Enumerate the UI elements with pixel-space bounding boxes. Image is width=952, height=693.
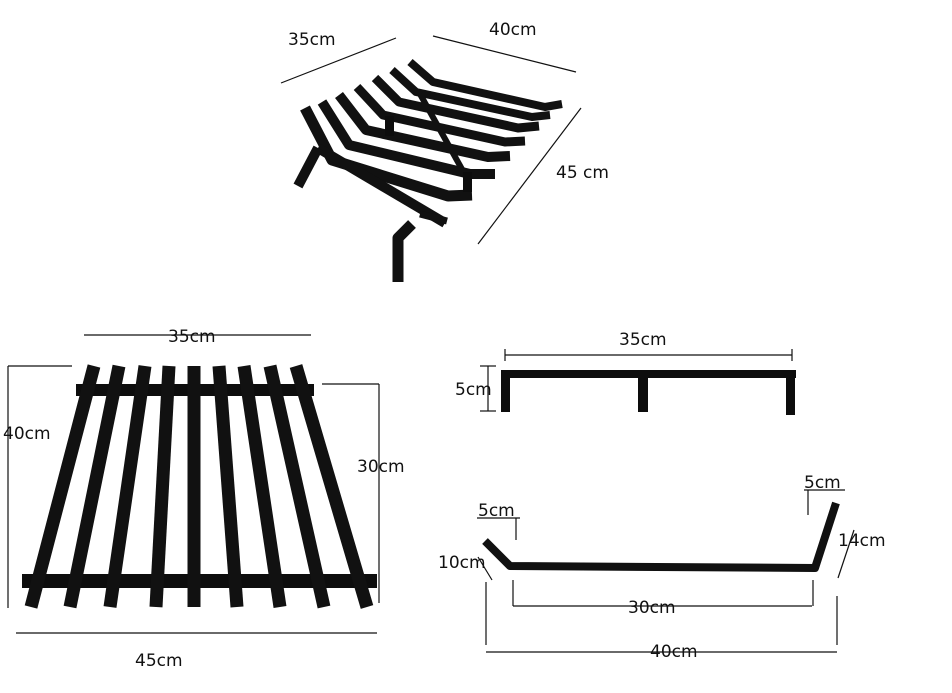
perspective-bar	[335, 91, 511, 162]
profile-right-leg-line	[837, 529, 855, 579]
perspective-depth-label: 40cm	[489, 20, 537, 40]
bar-profile-shape	[482, 501, 840, 572]
perspective-width-label: 35cm	[288, 30, 336, 50]
grate-side-illustration	[501, 370, 796, 415]
perspective-front-dimension-line	[477, 107, 582, 245]
side-leg-center	[638, 370, 648, 412]
profile-right-leg-label: 14cm	[838, 531, 886, 551]
profile-bottom-length-label: 30cm	[628, 598, 676, 618]
top-front-width-label: 45cm	[135, 651, 183, 671]
perspective-front-leg	[392, 220, 416, 282]
bar-profile-illustration	[482, 501, 840, 572]
side-top-rail	[501, 370, 796, 378]
top-bar	[212, 365, 244, 608]
profile-overall-length-label: 40cm	[650, 642, 698, 662]
perspective-bar	[300, 105, 473, 202]
perspective-front-label: 45 cm	[556, 163, 609, 183]
top-right-depth-label: 30cm	[357, 457, 405, 477]
top-left-depth-label: 40cm	[3, 424, 51, 444]
perspective-bar	[371, 74, 540, 133]
profile-left-leg-label: 10cm	[438, 553, 486, 573]
top-width-label: 35cm	[168, 327, 216, 347]
top-bar	[103, 365, 152, 608]
grate-perspective-illustration	[293, 58, 563, 282]
perspective-rear-post	[385, 116, 394, 136]
top-bar	[289, 364, 374, 609]
top-bar	[149, 365, 176, 608]
perspective-bar	[353, 83, 526, 147]
perspective-front-rail	[315, 143, 448, 228]
side-height-label: 5cm	[455, 380, 492, 400]
perspective-left-leg	[293, 145, 323, 189]
profile-right-rise-label: 5cm	[804, 473, 841, 493]
top-bar	[263, 364, 331, 609]
perspective-bar	[389, 67, 551, 121]
side-view: 35cm 5cm	[455, 330, 796, 415]
profile-left-leg-line	[477, 556, 493, 581]
perspective-view: 35cm 40cm 45 cm	[280, 20, 609, 282]
top-bar	[237, 365, 287, 608]
perspective-front-rail-end	[419, 210, 448, 225]
side-width-label: 35cm	[619, 330, 667, 350]
side-leg-right	[786, 370, 795, 415]
perspective-bar	[407, 58, 563, 111]
perspective-rear-post	[463, 172, 472, 192]
perspective-depth-dimension-line	[432, 35, 577, 73]
top-bar	[63, 364, 126, 609]
profile-left-rise-label: 5cm	[478, 501, 515, 521]
profile-view: 5cm 10cm 5cm 14cm 30cm 40cm	[438, 473, 886, 662]
top-bar	[24, 364, 101, 609]
side-leg-left	[501, 370, 510, 412]
perspective-bar	[317, 99, 495, 179]
perspective-width-dimension-line	[280, 37, 397, 84]
top-view: 35cm 40cm 30cm 45cm	[3, 327, 405, 671]
perspective-rear-rail	[417, 92, 471, 182]
grate-top-illustration	[22, 364, 377, 609]
